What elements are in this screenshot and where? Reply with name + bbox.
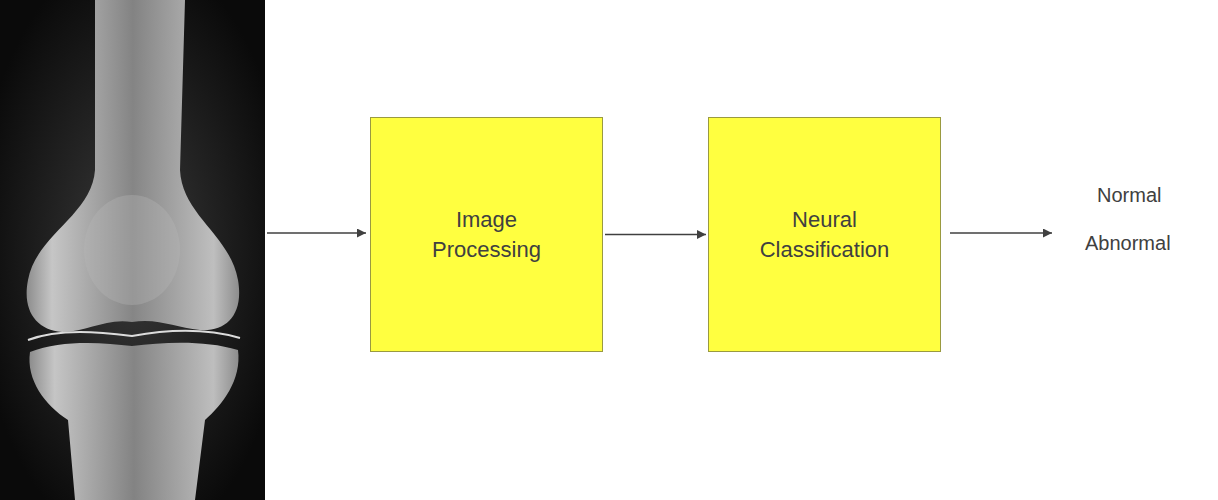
box-label: Neural Classification: [745, 205, 905, 264]
xray-background: [0, 0, 265, 500]
patella-shadow: [84, 195, 180, 305]
output-class: Abnormal: [1085, 231, 1171, 255]
input-arrow: [267, 232, 366, 234]
output-class: Normal: [1097, 183, 1161, 207]
joint-line: [28, 331, 240, 340]
process-box: Image Processing: [370, 117, 603, 352]
femur-bone: [27, 0, 240, 332]
process-box: Neural Classification: [708, 117, 941, 352]
box-label: Image Processing: [407, 205, 567, 264]
tibia-bone: [29, 343, 238, 500]
flow-arrow: [605, 234, 706, 236]
output-arrow: [950, 232, 1052, 234]
